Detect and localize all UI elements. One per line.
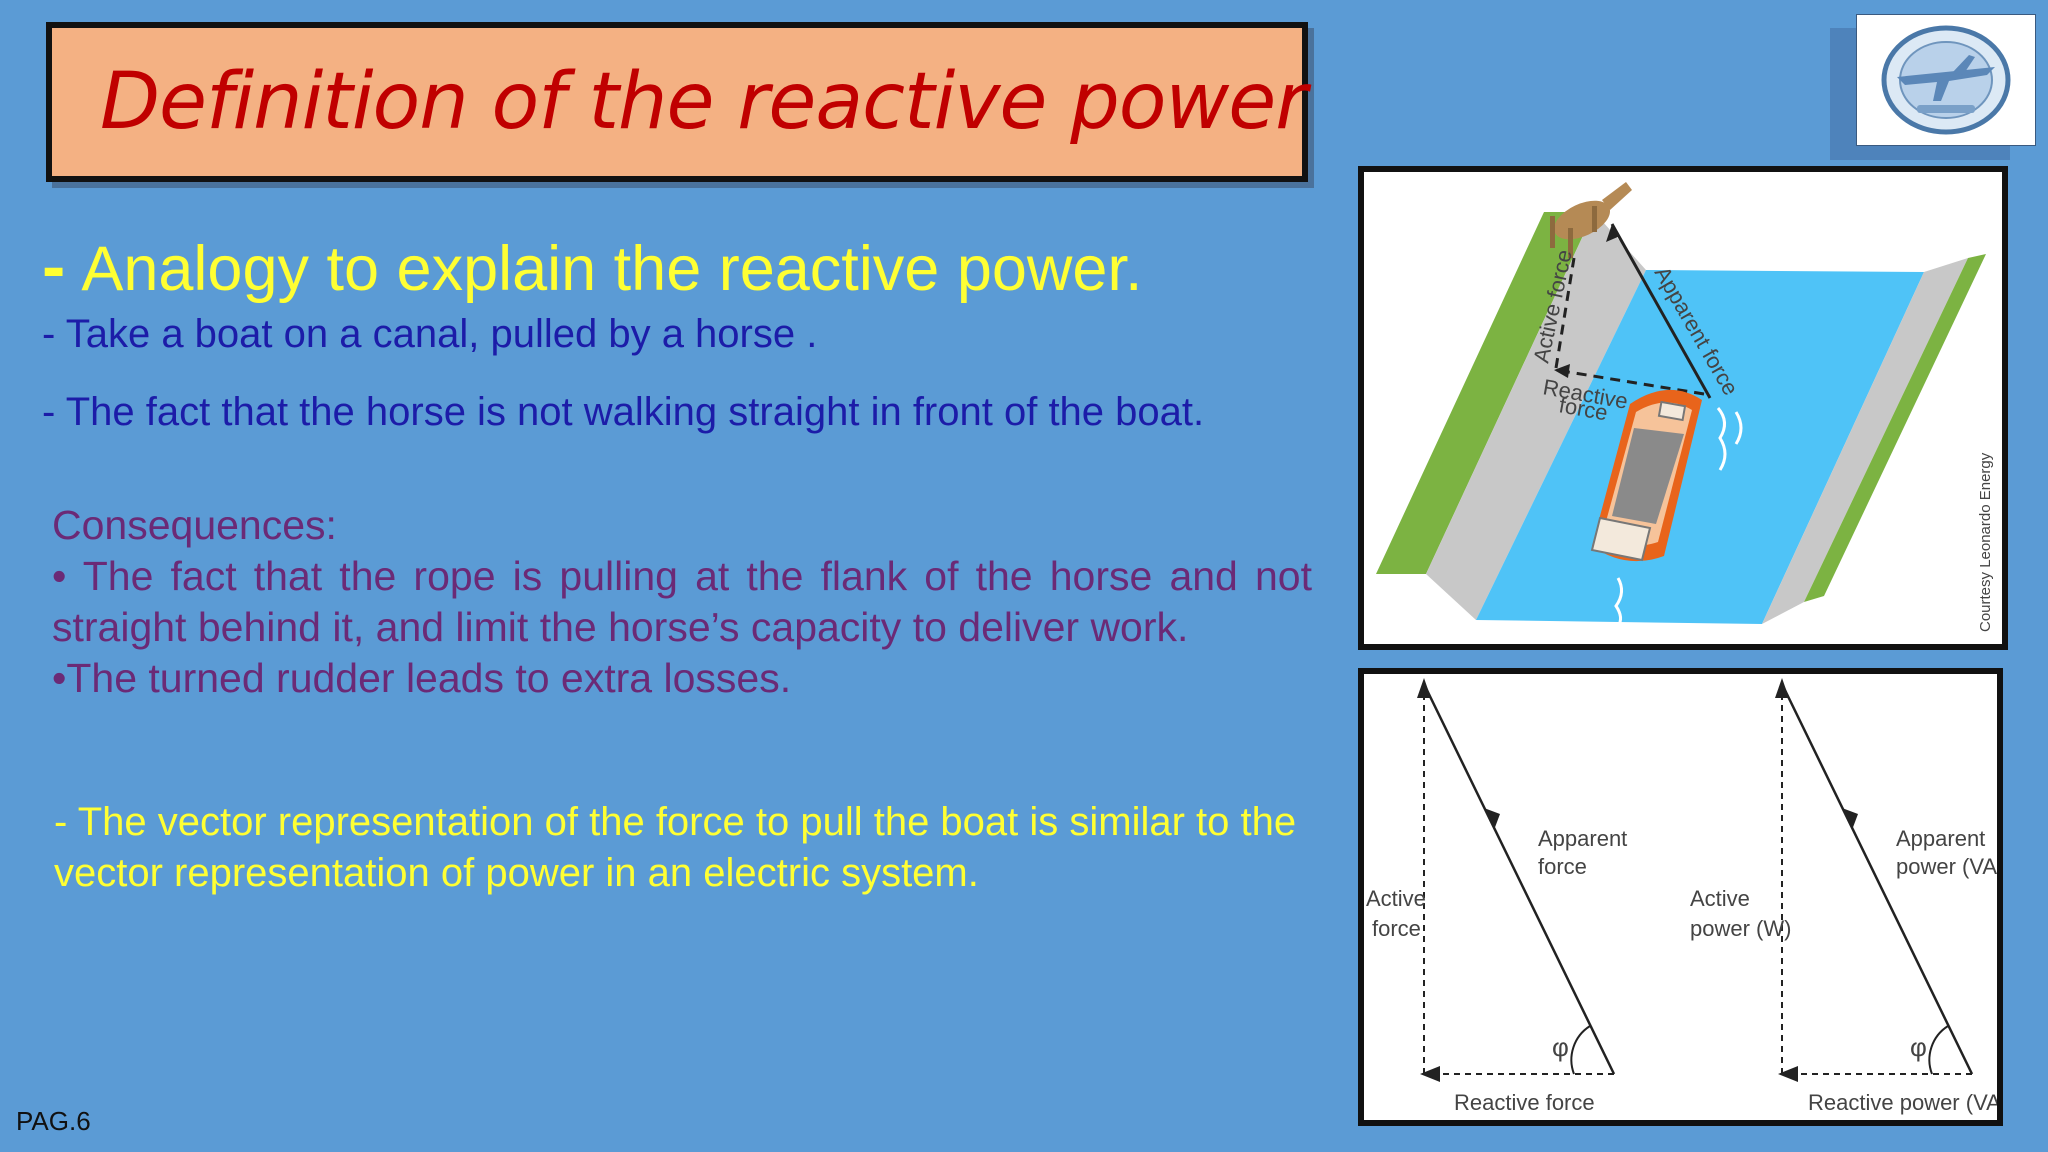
university-logo bbox=[1856, 14, 2036, 146]
apparent-power-line2: power (VA) bbox=[1896, 854, 1997, 879]
heading-dash: - bbox=[42, 227, 66, 305]
reactive-power-label: Reactive power (VAR) bbox=[1808, 1090, 1997, 1115]
active-power-line1: Active bbox=[1690, 886, 1750, 911]
force-vector-triangle: φ Apparent force Active force Reactive f… bbox=[1366, 678, 1627, 1115]
boat-icon bbox=[1590, 389, 1702, 562]
page-number: PAG.6 bbox=[16, 1106, 91, 1136]
active-force-line2: force bbox=[1372, 916, 1421, 941]
horse-icon bbox=[1550, 182, 1632, 258]
boat-canal-figure: Active force Apparent force Reactive for… bbox=[1358, 166, 2008, 650]
apparent-power-line1: Apparent bbox=[1896, 826, 1985, 851]
consequence-item: • The fact that the rope is pulling at t… bbox=[52, 553, 1312, 650]
university-seal-icon bbox=[1881, 25, 2011, 135]
point-horse-not-straight: - The fact that the horse is not walking… bbox=[42, 390, 1205, 434]
consequences-label: Consequences: bbox=[52, 502, 337, 548]
slide-title: Definition of the reactive power bbox=[100, 57, 1307, 147]
vector-representation-text: - The vector representation of the force… bbox=[54, 800, 1297, 895]
analogy-heading: -Analogy to explain the reactive power. bbox=[42, 226, 1142, 306]
point-boat-canal: - Take a boat on a canal, pulled by a ho… bbox=[42, 312, 818, 356]
active-force-line1: Active bbox=[1366, 886, 1426, 911]
phi-angle-label: φ bbox=[1552, 1032, 1569, 1062]
courtesy-label: Courtesy Leonardo Energy bbox=[1977, 452, 1994, 632]
active-power-line2: power (W) bbox=[1690, 916, 1791, 941]
phi-angle-label: φ bbox=[1910, 1032, 1927, 1062]
apparent-force-line2: force bbox=[1538, 854, 1587, 879]
heading-text: Analogy to explain the reactive power. bbox=[81, 234, 1143, 304]
power-vector-triangle: φ Apparent power (VA) Active power (W) R… bbox=[1690, 678, 1997, 1115]
consequences-block: Consequences: • The fact that the rope i… bbox=[52, 500, 1312, 704]
title-box: Definition of the reactive power bbox=[46, 22, 1308, 182]
vector-diagram-figure: φ Apparent force Active force Reactive f… bbox=[1358, 668, 2003, 1126]
apparent-force-line1: Apparent bbox=[1538, 826, 1627, 851]
consequence-item: •The turned rudder leads to extra losses… bbox=[52, 655, 792, 701]
reactive-force-label: Reactive force bbox=[1454, 1090, 1595, 1115]
